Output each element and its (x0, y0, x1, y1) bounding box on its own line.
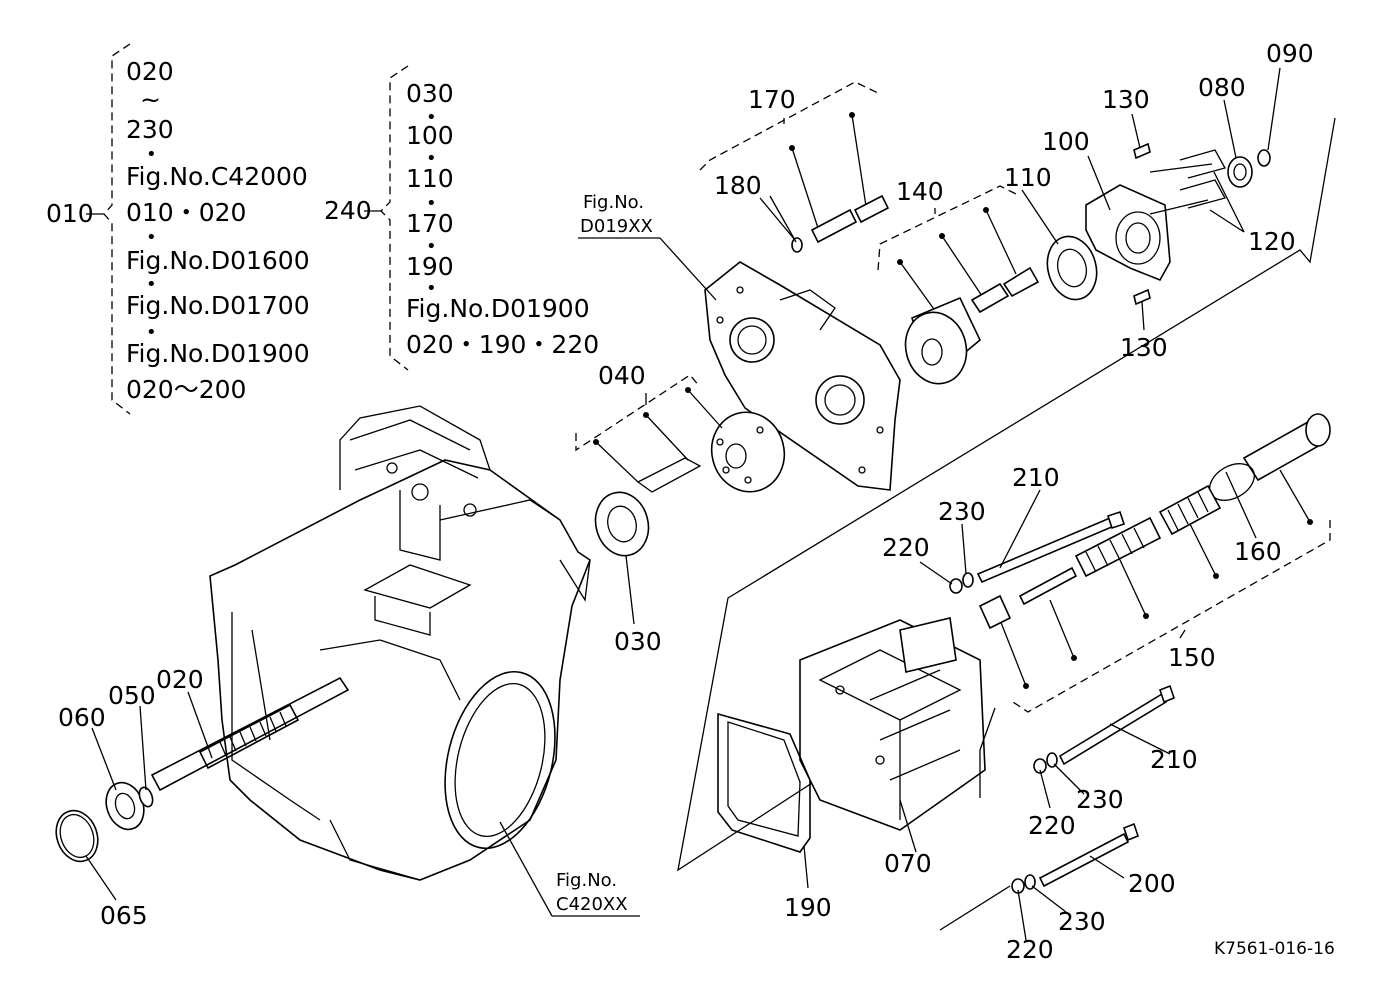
callout-180[interactable]: 180 (714, 171, 762, 200)
callout-040[interactable]: 040 (598, 361, 646, 390)
group-240-line-3: 100 (406, 121, 454, 150)
fig-ref-d019xx-line2: D019XX (580, 216, 653, 237)
part-110-bearing (1046, 235, 1098, 301)
callout-110[interactable]: 110 (1004, 163, 1052, 192)
part-130-bolts (1133, 142, 1151, 306)
group-240-line-10: • (426, 278, 437, 299)
front-cover (704, 261, 901, 491)
group-170-bracket (699, 81, 881, 171)
group-010-bracket: 010 020 ~ 230 • Fig.No.C42000 010・020 • … (46, 43, 310, 415)
callout-190[interactable]: 190 (784, 893, 832, 922)
group-240-line-1: 030 (406, 79, 454, 108)
callout-210-top[interactable]: 210 (1012, 463, 1060, 492)
part-140-gear (904, 266, 1040, 385)
group-010-line-2: ~ (140, 85, 161, 114)
callout-220-bottom[interactable]: 220 (1006, 935, 1054, 964)
group-240-line-5: 110 (406, 164, 454, 193)
group-240-line-12: 020・190・220 (406, 330, 599, 359)
group-010-line-13: 020～200 (126, 375, 246, 404)
shaft-020 (55, 676, 350, 863)
callout-230-top[interactable]: 230 (938, 497, 986, 526)
group-040-bracket (575, 374, 701, 452)
part-080-090 (1149, 149, 1271, 215)
part-150-relief-valve (978, 413, 1331, 630)
seal-030 (594, 491, 650, 557)
part-170-pins (791, 194, 890, 253)
callout-030[interactable]: 030 (614, 627, 662, 656)
callout-220-mid[interactable]: 220 (1028, 811, 1076, 840)
gasket-190 (717, 712, 811, 853)
group-010-line-6: 010・020 (126, 198, 246, 227)
callout-230-mid[interactable]: 230 (1076, 785, 1124, 814)
callout-130-top[interactable]: 130 (1102, 85, 1150, 114)
valve-body-070 (799, 617, 986, 831)
callout-090[interactable]: 090 (1266, 39, 1314, 68)
group-010-line-4: • (146, 144, 157, 165)
group-240-line-4: • (426, 148, 437, 169)
callout-210-bottom[interactable]: 210 (1150, 745, 1198, 774)
callout-160[interactable]: 160 (1234, 537, 1282, 566)
group-010-line-7: • (146, 227, 157, 248)
relief-valve-frame (677, 117, 1336, 872)
bottom-frame-line (939, 885, 1011, 931)
group-150-bracket (1009, 520, 1331, 713)
fig-ref-c420xx[interactable]: Fig.No. C420XX (499, 821, 640, 917)
group-010-line-9: • (146, 274, 157, 295)
group-140-bracket (877, 185, 1021, 271)
group-010-line-1: 020 (126, 57, 174, 86)
drawing-code: K7561-016-16 (1214, 939, 1335, 959)
part-200-bolt (1011, 822, 1139, 894)
group-010-line-11: • (146, 322, 157, 343)
lower-frame-line (979, 707, 996, 798)
callout-labels: 170 180 140 110 100 130 130 080 090 120 … (58, 39, 1314, 964)
callout-140[interactable]: 140 (896, 177, 944, 206)
group-240-line-11: Fig.No.D01900 (406, 294, 590, 323)
group-240-line-8: • (426, 236, 437, 257)
callout-065[interactable]: 065 (100, 901, 148, 930)
fig-ref-c420xx-line1: Fig.No. (556, 870, 617, 891)
callout-020[interactable]: 020 (156, 665, 204, 694)
callout-060[interactable]: 060 (58, 703, 106, 732)
callout-200[interactable]: 200 (1128, 869, 1176, 898)
callout-150[interactable]: 150 (1168, 643, 1216, 672)
callout-100[interactable]: 100 (1042, 127, 1090, 156)
group-240-line-7: 170 (406, 209, 454, 238)
group-240-bracket: 240 030 • 100 • 110 • 170 • 190 • Fig.No… (324, 65, 599, 371)
group-240-line-9: 190 (406, 252, 454, 281)
fig-ref-c420xx-line2: C420XX (556, 894, 628, 915)
callout-170[interactable]: 170 (748, 85, 796, 114)
group-010-number: 010 (46, 199, 94, 228)
fig-ref-d019xx[interactable]: Fig.No. D019XX (578, 192, 717, 301)
group-010-line-3: 230 (126, 115, 174, 144)
leader-lines (85, 67, 1281, 941)
callout-230-bottom[interactable]: 230 (1058, 907, 1106, 936)
callout-220-top[interactable]: 220 (882, 533, 930, 562)
pump-gear-040 (636, 411, 786, 493)
callout-120[interactable]: 120 (1248, 227, 1296, 256)
group-010-line-8: Fig.No.D01600 (126, 246, 310, 275)
callout-130-bottom[interactable]: 130 (1120, 333, 1168, 362)
part-210-bolt-upper (949, 510, 1126, 594)
group-010-line-5: Fig.No.C42000 (126, 162, 308, 191)
group-240-line-6: • (426, 193, 437, 214)
transmission-case (209, 405, 591, 881)
group-240-number: 240 (324, 196, 372, 225)
group-240-line-2: • (426, 107, 437, 128)
callout-080[interactable]: 080 (1198, 73, 1246, 102)
callout-050[interactable]: 050 (108, 681, 156, 710)
part-210-bolt-lower (1033, 684, 1175, 774)
group-010-line-12: Fig.No.D01900 (126, 339, 310, 368)
fig-ref-d019xx-line1: Fig.No. (583, 192, 644, 213)
part-100-housing (1085, 184, 1171, 282)
callout-070[interactable]: 070 (884, 849, 932, 878)
group-010-line-10: Fig.No.D01700 (126, 291, 310, 320)
